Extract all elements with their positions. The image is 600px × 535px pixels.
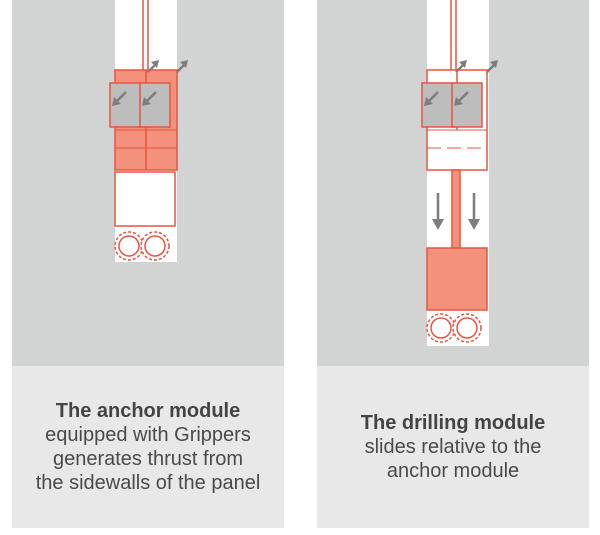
slide-rod [451, 169, 461, 249]
arrow-up-right-icon [459, 60, 467, 68]
cutter-wheel-inner [456, 317, 478, 339]
arrow-down-left-icon [112, 97, 121, 106]
drilling-module-caption: The drilling module slides relative to t… [317, 366, 589, 528]
arrow-down-left-icon [115, 91, 127, 103]
arrow-up-right-icon [490, 60, 498, 68]
thrust-arrow-icons [112, 60, 188, 106]
drilling-module-body [114, 171, 176, 227]
caption-line: generates thrust from [52, 448, 244, 470]
cutter-wheel-inner [118, 235, 140, 257]
caption-line: the sidewalls of the panel [35, 472, 261, 494]
cutter-wheel-inner [430, 317, 452, 339]
arrow-down-icon [432, 219, 444, 230]
anchor-module-caption: The anchor module equipped with Grippers… [12, 366, 284, 528]
arrow-down-left-icon [145, 91, 157, 103]
anchor-module-panel: The anchor module equipped with Grippers… [12, 0, 284, 535]
arrow-down-left-icon [457, 91, 469, 103]
arrow-down-left-icon [427, 91, 439, 103]
arrow-down-left-icon [424, 97, 433, 106]
drilling-module-diagram [317, 0, 589, 366]
caption-line: equipped with Grippers [45, 424, 251, 446]
drilling-module-body [426, 247, 488, 311]
cutter-wheel-inner [144, 235, 166, 257]
caption-title: The drilling module [360, 412, 546, 434]
cutter-wheels [114, 231, 170, 261]
arrow-up-right-icon [151, 60, 159, 68]
arrow-down-icon [468, 219, 480, 230]
caption-title: The anchor module [55, 400, 241, 422]
caption-line: anchor module [386, 460, 520, 482]
arrow-up-right-icon [180, 60, 188, 68]
arrow-down-left-icon [142, 97, 151, 106]
caption-line: slides relative to the [364, 436, 542, 458]
arrow-down-left-icon [454, 97, 463, 106]
motion-arrow-icons [424, 60, 498, 230]
drilling-module-panel: The drilling module slides relative to t… [317, 0, 589, 535]
cutter-wheels [426, 313, 482, 343]
anchor-module-diagram [12, 0, 284, 366]
